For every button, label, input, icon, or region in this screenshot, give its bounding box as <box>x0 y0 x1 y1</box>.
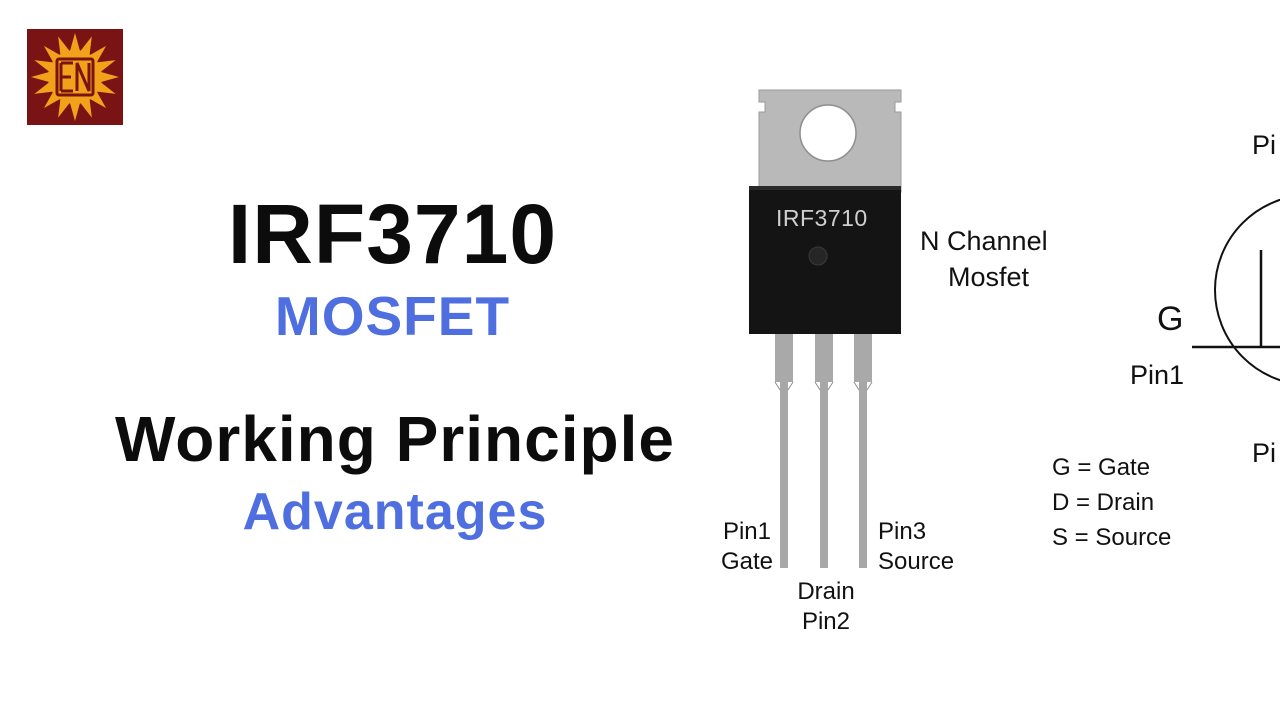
symbol-gate-letter: G <box>1157 300 1184 338</box>
mosfet-package-drawing <box>749 89 902 568</box>
symbol-bottom-pin: Pi <box>1252 438 1277 468</box>
legend-gate: G = Gate <box>1052 454 1151 481</box>
pin-legend: G = Gate D = Drain S = Source <box>1052 450 1171 555</box>
part-number-title: IRF3710 <box>227 187 558 281</box>
brand-logo <box>27 29 123 125</box>
channel-line2: Mosfet <box>948 262 1030 292</box>
lead-pin1 <box>780 382 788 568</box>
channel-label: N Channel Mosfet <box>920 223 1048 295</box>
pin3-label: Pin3 Source <box>878 517 968 577</box>
pin2-number: Pin2 <box>801 608 851 635</box>
subtopic-heading: Advantages <box>242 483 548 541</box>
pin1-number: Pin1 <box>722 518 772 545</box>
to220-package <box>740 88 920 578</box>
package-marking: IRF3710 <box>776 205 868 231</box>
legend-source: S = Source <box>1052 524 1172 551</box>
legend-drain: D = Drain <box>1052 489 1155 516</box>
pin3-number: Pin3 <box>878 518 927 545</box>
lead-pin3 <box>859 382 867 568</box>
symbol-gate-pin: Pin1 <box>1130 360 1185 390</box>
sun-monogram-logo-icon <box>27 29 123 125</box>
pin1-label: Pin1 Gate <box>712 517 782 577</box>
device-type-subtitle: MOSFET <box>274 285 511 347</box>
mosfet-symbol <box>1150 150 1280 450</box>
lead-pin2 <box>820 382 828 568</box>
pin3-function: Source <box>878 548 955 575</box>
topic-heading: Working Principle <box>115 403 675 475</box>
pin2-label: Drain Pin2 <box>790 577 862 637</box>
pin1-function: Gate <box>720 548 774 575</box>
mosfet-symbol-drawing <box>1192 198 1280 382</box>
pin2-function: Drain <box>797 578 855 605</box>
symbol-circle <box>1214 198 1280 382</box>
symbol-top-pin: Pi <box>1252 130 1277 160</box>
channel-line1: N Channel <box>920 226 1048 256</box>
mounting-hole <box>799 104 857 162</box>
logo-dot <box>808 246 828 266</box>
